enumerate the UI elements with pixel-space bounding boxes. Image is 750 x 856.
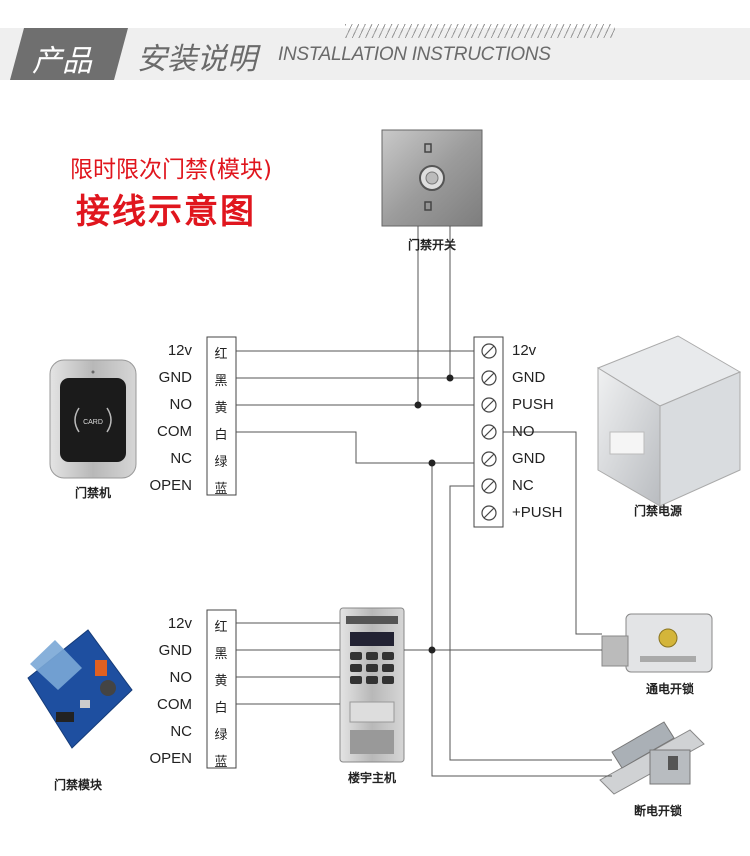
reader-pin-label: OPEN [149, 477, 192, 494]
power-terminal-label: GND [512, 369, 546, 386]
reader-wire-color: 蓝 [214, 482, 228, 497]
module-pin-label: OPEN [149, 750, 192, 767]
module-terminal-strip [206, 609, 237, 769]
intercom-device [339, 607, 405, 763]
power-terminal-label: +PUSH [512, 504, 563, 521]
reader-pin-label: GND [158, 369, 192, 386]
header-title-en: INSTALLATION INSTRUCTIONS [278, 44, 551, 65]
reader-wire-color: 红 [214, 347, 228, 362]
module-wire-color: 黄 [214, 674, 228, 689]
page-header: 产品 安装说明 INSTALLATION INSTRUCTIONS [0, 0, 750, 90]
power-terminal-label: PUSH [512, 396, 554, 413]
wire-junctions [414, 374, 454, 654]
module-pin-label: NC [170, 723, 192, 740]
reader-wire-color: 白 [214, 428, 228, 443]
module-wire-color: 白 [214, 701, 228, 716]
diagram-title-line1: 限时限次门禁(模块) [70, 157, 272, 183]
power-terminal-label: NC [512, 477, 534, 494]
exit-button-caption: 门禁开关 [407, 238, 456, 252]
diagram-title-line2: 接线示意图 [76, 192, 256, 232]
reader-wire-color: 黑 [214, 374, 228, 389]
reader-terminal-strip [206, 336, 237, 496]
header-title-cn: 安装说明 [137, 42, 257, 77]
card-text: CARD [83, 419, 103, 426]
reader-wire-color: 绿 [214, 455, 228, 470]
module-pin-label: 12v [167, 615, 192, 632]
header-tab-label: 产品 [32, 44, 92, 79]
power-terminal-strip [473, 336, 504, 528]
module-wire-color: 绿 [214, 728, 228, 743]
power-terminal-label: GND [512, 450, 546, 467]
card-reader-caption: 门禁机 [74, 486, 111, 500]
power-supply-caption: 门禁电源 [633, 504, 682, 518]
power-on-lock-caption: 通电开锁 [645, 682, 694, 696]
power-off-lock-caption: 断电开锁 [633, 804, 682, 818]
power-terminal-label: 12v [512, 342, 537, 359]
wires [236, 226, 612, 777]
module-device [27, 629, 133, 749]
power-terminal-label: NO [512, 423, 535, 440]
header-tab: 产品 [10, 28, 128, 80]
module-pin-label: COM [157, 696, 192, 713]
reader-pin-label: COM [157, 423, 192, 440]
reader-pin-label: NC [170, 450, 192, 467]
module-pin-label: NO [169, 669, 193, 686]
reader-pin-label: 12v [167, 342, 192, 359]
power-supply-device [596, 335, 742, 507]
card-reader-device [49, 359, 137, 479]
module-wire-color: 蓝 [214, 755, 228, 770]
reader-pin-label: NO [169, 396, 193, 413]
intercom-caption: 楼宇主机 [347, 771, 396, 785]
module-wire-color: 红 [214, 620, 228, 635]
power-off-lock-device [599, 721, 705, 795]
module-caption: 门禁模块 [53, 778, 102, 792]
module-pin-label: GND [158, 642, 192, 659]
module-wire-color: 黑 [214, 647, 228, 662]
reader-wire-color: 黄 [214, 401, 228, 416]
header-stripes [345, 24, 615, 38]
power-on-lock-device [601, 613, 713, 673]
exit-button-device [381, 129, 483, 227]
